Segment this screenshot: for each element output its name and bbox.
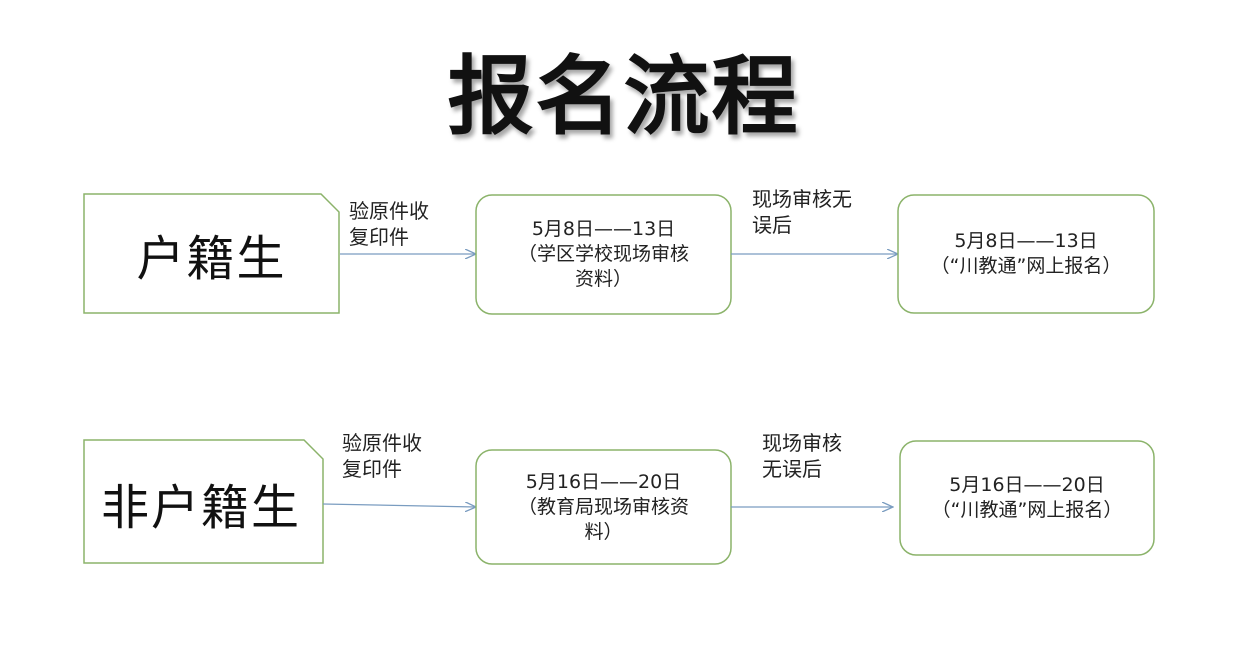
category-box-hukou bbox=[83, 193, 340, 314]
review-box-text-nonhukou: 5月16日——20日 （教育局现场审核资 料） bbox=[517, 470, 689, 543]
step-label-verify-nonhukou: 验原件收 复印件 bbox=[342, 431, 422, 481]
register-box-hukou bbox=[897, 194, 1155, 314]
step-label-verify-hukou: 验原件收 复印件 bbox=[349, 199, 429, 249]
register-box-text-nonhukou: 5月16日——20日 （“川教通”网上报名） bbox=[931, 474, 1123, 521]
register-box-text-hukou: 5月8日——13日 （“川教通”网上报名） bbox=[930, 230, 1122, 277]
category-label-nonhukou: 非户籍生 bbox=[100, 479, 301, 536]
arrow-nonhukou-step1 bbox=[322, 504, 476, 507]
diagram-title: 报名流程 bbox=[447, 47, 800, 147]
category-label-hukou: 户籍生 bbox=[136, 230, 287, 287]
step-label-approved-nonhukou: 现场审核 无误后 bbox=[762, 431, 842, 481]
review-box-text-hukou: 5月8日——13日 （学区学校现场审核 资料） bbox=[517, 218, 689, 290]
category-box-nonhukou bbox=[83, 439, 324, 564]
step-label-approved-hukou: 现场审核无 误后 bbox=[752, 187, 852, 237]
register-box-nonhukou bbox=[899, 440, 1155, 556]
